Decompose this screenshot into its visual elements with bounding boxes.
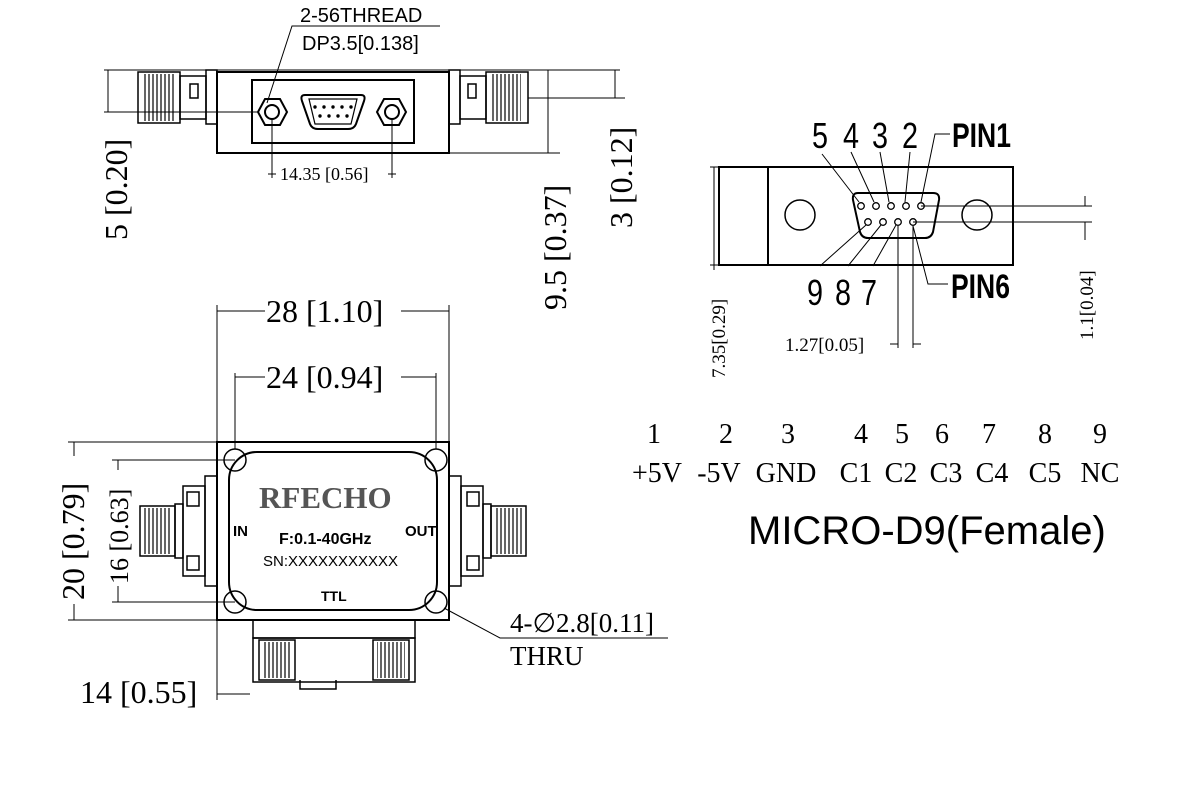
pin-num-1: 1 — [647, 419, 661, 450]
right-hex-screw — [375, 98, 408, 126]
connector-view: 5 4 3 2 PIN1 9 8 7 PIN6 7.35[0.29] 1.27[… — [709, 115, 1098, 378]
dim-pitch-top: 14.35 [0.56] — [280, 164, 369, 184]
pin-num-7: 7 — [982, 419, 996, 450]
pin6-label: PIN6 — [951, 268, 1010, 306]
in-port-label: IN — [233, 523, 248, 540]
pin-num-8: 8 — [1038, 419, 1052, 450]
hole-thru: THRU — [510, 641, 584, 671]
pin-number-5: 5 — [812, 115, 828, 156]
connector-pins — [857, 202, 925, 226]
connector-bottom-pin-numbers: 9 8 7 — [807, 272, 877, 313]
front-bottom-connector — [252, 619, 416, 690]
front-view: 28 [1.10] 24 [0.94] 20 [0.79] 16 [0.63] … — [55, 293, 668, 710]
pin-number-8: 8 — [835, 272, 851, 313]
side-hole-left — [784, 199, 816, 231]
pin-num-2: 2 — [719, 419, 733, 450]
left-sma-connector — [137, 69, 218, 125]
pin-func-8: C5 — [1029, 458, 1062, 489]
pin-num-5: 5 — [895, 419, 909, 450]
micro-d-shell — [851, 192, 941, 239]
dim-front-height-outer: 20 [0.79] — [55, 483, 91, 600]
pin-func-5: C2 — [885, 458, 918, 489]
frequency-label: F:0.1-40GHz — [279, 531, 371, 548]
dim-front-depth: 14 [0.55] — [80, 674, 197, 710]
pin-number-2: 2 — [902, 115, 918, 156]
dim-front-height-inner: 16 [0.63] — [105, 489, 134, 584]
dim-height-total: 9.5 [0.37] — [537, 185, 573, 310]
pin-func-6: C3 — [930, 458, 963, 489]
front-label-plate — [228, 451, 438, 611]
thread-depth-label: DP3.5[0.138] — [302, 33, 419, 55]
pin-func-7: C4 — [976, 458, 1009, 489]
left-hex-screw — [256, 98, 289, 126]
out-port-label: OUT — [405, 523, 437, 540]
dim-front-width-outer: 28 [1.10] — [266, 293, 383, 329]
pin-table: 1 2 3 4 5 6 7 8 9 +5V -5V GND C1 C2 C3 C… — [632, 419, 1119, 553]
dim-side-height: 7.35[0.29] — [709, 299, 730, 378]
connector-top-pin-numbers: 5 4 3 2 — [812, 115, 918, 156]
brand-logo: RFECHO — [259, 480, 392, 515]
pin-number-7: 7 — [861, 272, 877, 313]
connector-title: MICRO-D9(Female) — [748, 509, 1106, 553]
pin-number-4: 4 — [843, 115, 859, 156]
pin-func-9: NC — [1081, 458, 1120, 489]
side-hole-right — [961, 199, 993, 231]
top-view-connector-flange — [251, 79, 415, 144]
d-sub-shell — [300, 94, 366, 130]
dim-pin-pitch: 1.27[0.05] — [785, 335, 864, 356]
pin-num-3: 3 — [781, 419, 795, 450]
pin-func-4: C1 — [840, 458, 873, 489]
dim-height-left: 5 [0.20] — [98, 139, 134, 240]
pin-func-3: GND — [756, 458, 817, 489]
front-right-sma — [448, 475, 527, 587]
pin-num-9: 9 — [1093, 419, 1107, 450]
dim-pin-offset: 1.1[0.04] — [1077, 270, 1098, 340]
pin-func-2: -5V — [697, 458, 741, 489]
dim-height-right: 3 [0.12] — [603, 127, 639, 228]
thread-label: 2-56THREAD — [300, 5, 422, 27]
pin-num-6: 6 — [935, 419, 949, 450]
front-left-sma — [139, 475, 218, 587]
ttl-label: TTL — [321, 588, 347, 604]
pin1-label: PIN1 — [952, 117, 1011, 155]
side-body — [718, 166, 1014, 266]
dim-front-width-inner: 24 [0.94] — [266, 359, 383, 395]
pin-func-1: +5V — [632, 458, 682, 489]
hole-spec: 4-∅2.8[0.11] — [510, 608, 654, 638]
pin-number-9: 9 — [807, 272, 823, 313]
right-sma-connector — [448, 69, 529, 125]
pin-num-4: 4 — [854, 419, 868, 450]
top-view: 2-56THREAD DP3.5[0.138] 14.35 [0.56] 5 [… — [98, 5, 639, 310]
serial-label: SN:XXXXXXXXXXX — [263, 553, 398, 570]
pin-number-3: 3 — [872, 115, 888, 156]
mount-hole-br — [424, 590, 448, 614]
